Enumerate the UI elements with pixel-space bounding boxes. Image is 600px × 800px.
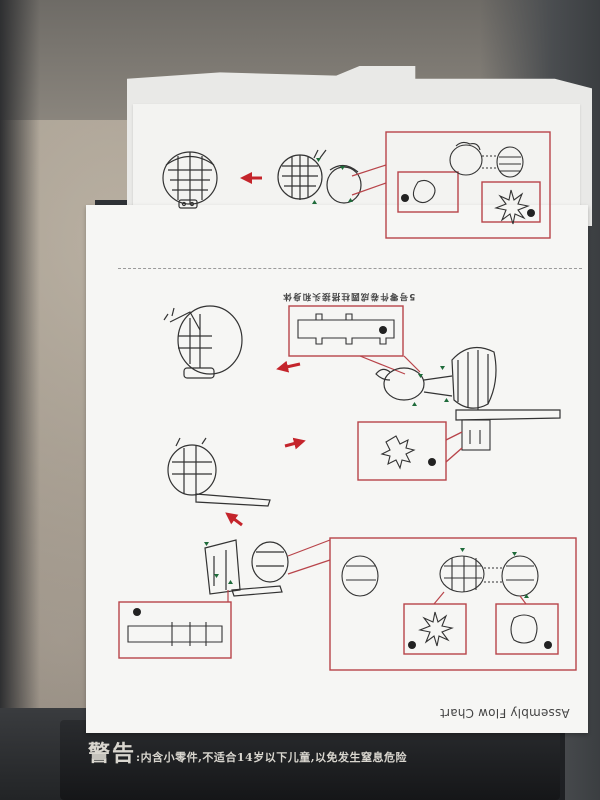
body-assembly (204, 539, 289, 597)
detail-box-step5 (288, 305, 404, 357)
detail-box-step4 (357, 421, 463, 481)
arrow-3 (284, 437, 306, 450)
assembly-flow-title: Assembly Flow Chart (440, 706, 570, 720)
instruction-sheet (86, 205, 588, 733)
step-badges-top (401, 194, 535, 217)
small-head-assembly (167, 437, 271, 507)
arrow-4 (225, 512, 243, 527)
product-box-front (60, 720, 560, 800)
head-neck-assembly (375, 346, 561, 421)
step5-caption: 5号零件卷成圆柱搭接头和身体 (282, 291, 416, 301)
detail-box-step1 (118, 601, 232, 659)
green-markers-top (312, 158, 353, 204)
detail-box-top (385, 131, 551, 239)
fold-line (118, 268, 582, 269)
warning-text: :内含小零件,不适合14岁以下儿童,以免发生窒息危险 (136, 751, 408, 764)
neck-piece (461, 419, 491, 451)
finished-head-top (162, 151, 218, 209)
warning-label: 警告:内含小零件,不适合14岁以下儿童,以免发生窒息危险 (88, 736, 407, 768)
detail-box-main (329, 537, 577, 671)
dragon-head-large (163, 305, 243, 379)
background-left-edge (0, 0, 40, 800)
arrow-2 (276, 360, 301, 373)
head-in-progress-top (277, 149, 362, 204)
warning-heading: 警告 (88, 741, 137, 767)
